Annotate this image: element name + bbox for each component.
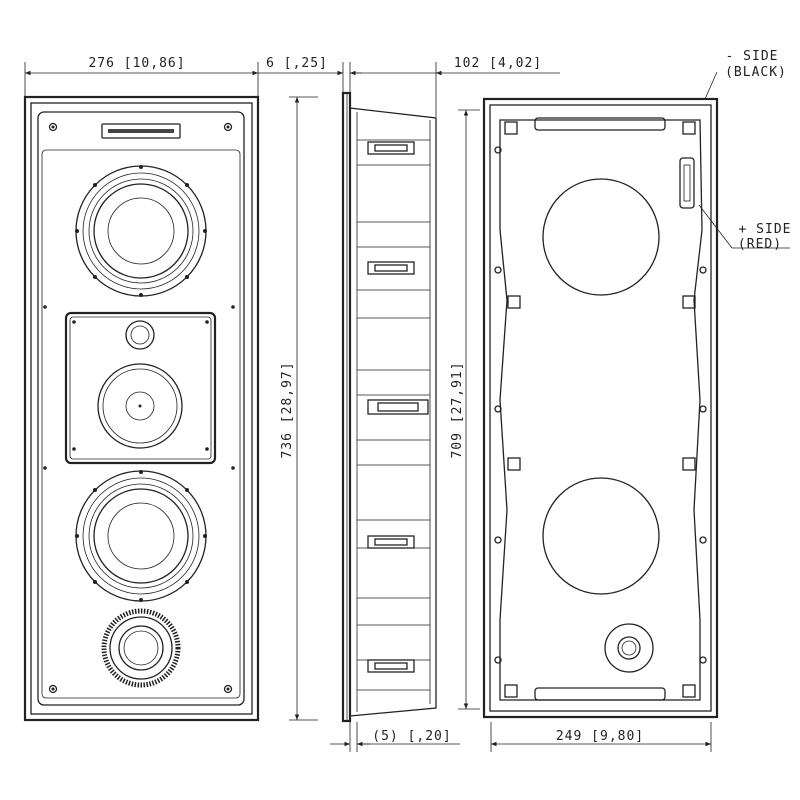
dimension-lines [24,62,790,752]
dimension-flange-depth: 6 [,25] [266,56,328,71]
brand-logo [101,123,181,139]
front-view [23,95,260,722]
dimension-back-height: 709 [27,91] [450,361,465,458]
negative-side-label: - SIDE [726,49,779,64]
dimension-front-height: 736 [28,97] [280,361,295,458]
dimension-back-width: 249 [9,80] [556,729,644,744]
back-view [482,97,719,719]
back-cutout-lower [542,477,660,595]
positive-side-color: (RED) [738,237,782,252]
dimension-front-width: 276 [10,86] [88,56,185,71]
negative-side-color: (BLACK) [725,65,787,80]
input-terminal [604,623,654,673]
upper-woofer [75,165,207,297]
lower-woofer [75,470,207,602]
dimension-overhang: (5) [,20] [372,729,451,744]
positive-side-label: + SIDE [739,222,792,237]
mounting-clamps [367,141,429,673]
bottom-tweeter [101,608,181,688]
mid-tweeter-panel [64,311,217,465]
side-view [341,91,437,723]
dimension-body-depth: 102 [4,02] [454,56,542,71]
back-cutout-upper [542,178,660,296]
